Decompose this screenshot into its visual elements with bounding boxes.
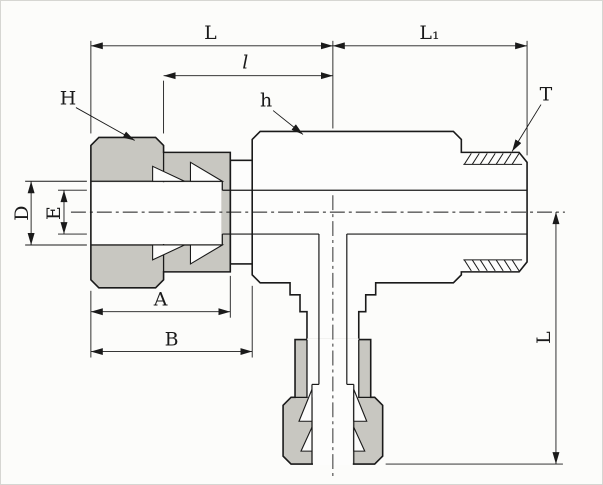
dimension-labels: L L₁ l H h T D E A B L — [11, 22, 555, 351]
dim-label-h: h — [260, 90, 272, 112]
thread-hash — [503, 259, 512, 272]
dim-label-l: l — [242, 52, 248, 74]
dim-label-L1: L₁ — [419, 22, 439, 44]
leader-T — [511, 104, 542, 152]
left-back-ferrule-top — [152, 165, 185, 182]
ferrules — [152, 161, 368, 452]
thread-hash — [487, 153, 496, 165]
dim-label-E: E — [43, 206, 65, 220]
extension-lines — [25, 40, 563, 465]
left-front-ferrule-top — [189, 161, 225, 182]
dim-label-L: L — [204, 22, 217, 44]
dim-label-H: H — [60, 88, 76, 110]
fitting-body-group — [229, 130, 528, 346]
thread-hash — [463, 259, 472, 272]
thread-hash — [463, 153, 472, 165]
thread-hash — [479, 259, 488, 272]
dimension-lines — [27, 42, 560, 465]
branch-front-ferrule-left — [298, 389, 313, 422]
dim-label-A: A — [153, 289, 168, 311]
leader-H — [75, 107, 135, 141]
branch-bore-cavity — [312, 385, 353, 466]
thread-hash — [487, 259, 496, 272]
dim-label-T: T — [540, 84, 553, 106]
dim-label-L-branch: L — [533, 331, 555, 344]
thread-hash — [471, 153, 480, 165]
thread-hash — [511, 259, 520, 272]
left-front-ferrule-bottom — [189, 244, 225, 265]
branch-nut-group — [282, 338, 384, 466]
branch-back-ferrule-right — [353, 427, 366, 452]
male-thread-marks — [463, 153, 523, 272]
thread-hash — [471, 259, 480, 272]
thread-hash — [511, 153, 520, 165]
dim-label-B: B — [165, 329, 179, 351]
thread-hash — [479, 153, 488, 165]
fitting-body — [251, 130, 528, 346]
branch-back-ferrule-left — [300, 427, 313, 452]
leader-h — [272, 110, 304, 135]
dim-label-D: D — [11, 206, 33, 221]
left-back-ferrule-bottom — [152, 244, 185, 261]
left-nut-group — [90, 136, 232, 289]
thread-hash — [495, 153, 504, 165]
thread-hash — [495, 259, 504, 272]
thread-hash — [503, 153, 512, 165]
left-bore-cavity — [91, 182, 222, 244]
branch-front-ferrule-right — [353, 389, 368, 422]
